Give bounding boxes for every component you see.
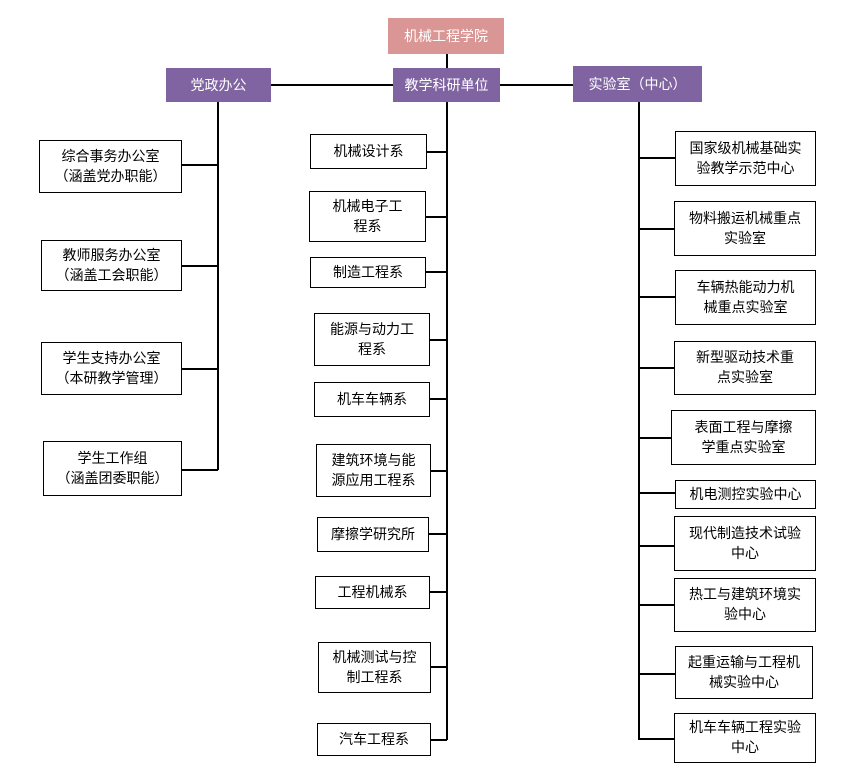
connector-lab-9 — [638, 673, 675, 675]
root-node: 机械工程学院 — [388, 18, 504, 54]
connector-teaching-spine — [446, 102, 448, 740]
connector-lab-10 — [638, 738, 674, 740]
admin-box-student-work: 学生工作组 （涵盖团委职能） — [43, 441, 182, 496]
lab-box-1: 国家级机械基础实 验教学示范中心 — [675, 131, 816, 186]
connector-admin-3 — [182, 368, 218, 370]
teaching-box-9: 机械测试与控 制工程系 — [318, 642, 431, 693]
lab-box-8: 热工与建筑环境实 验中心 — [674, 578, 816, 632]
header-teaching: 教学科研单位 — [393, 68, 500, 102]
connector-teaching-7 — [429, 533, 447, 535]
teaching-box-8: 工程机械系 — [315, 576, 430, 609]
connector-lab-2 — [638, 228, 674, 230]
teaching-box-3: 制造工程系 — [310, 257, 426, 288]
lab-box-6: 机电测控实验中心 — [675, 480, 816, 509]
connector-lab-5 — [638, 437, 671, 439]
header-labs: 实验室（中心） — [573, 66, 702, 102]
connector-lab-6 — [638, 492, 675, 494]
connector-root-trunk — [446, 54, 448, 74]
connector-teaching-1 — [427, 151, 447, 153]
connector-teaching-8 — [430, 591, 447, 593]
admin-box-student-support: 学生支持办公室 （本研教学管理） — [41, 342, 182, 395]
teaching-box-10: 汽车工程系 — [317, 723, 431, 756]
lab-box-7: 现代制造技术试验 中心 — [674, 516, 816, 571]
admin-box-teacher-services: 教师服务办公室 （涵盖工会职能） — [41, 240, 182, 291]
teaching-box-6: 建筑环境与能 源应用工程系 — [316, 444, 431, 497]
connector-admin-4 — [182, 469, 218, 471]
connector-lab-8 — [638, 604, 674, 606]
lab-box-3: 车辆热能动力机 械重点实验室 — [675, 270, 816, 325]
lab-box-10: 机车车辆工程实验 中心 — [674, 713, 816, 763]
lab-box-9: 起重运输与工程机 械实验中心 — [675, 646, 813, 699]
admin-box-general-affairs: 综合事务办公室 （涵盖党办职能） — [39, 140, 182, 193]
connector-lab-3 — [638, 296, 675, 298]
connector-labs-spine — [638, 102, 640, 740]
connector-teaching-3 — [426, 271, 447, 273]
connector-teaching-4 — [430, 339, 447, 341]
teaching-box-1: 机械设计系 — [310, 134, 427, 169]
connector-teaching-2 — [426, 216, 447, 218]
connector-lab-7 — [638, 545, 674, 547]
header-admin: 党政办公 — [166, 68, 271, 102]
connector-lab-4 — [638, 367, 674, 369]
teaching-box-4: 能源与动力工 程系 — [314, 313, 430, 366]
lab-box-4: 新型驱动技术重 点实验室 — [674, 341, 816, 395]
connector-teaching-10 — [431, 739, 447, 741]
connector-lab-1 — [638, 157, 675, 159]
lab-box-2: 物料搬运机械重点 实验室 — [674, 201, 816, 256]
teaching-box-2: 机械电子工 程系 — [309, 191, 426, 242]
connector-admin-spine — [217, 102, 219, 470]
connector-teaching-9 — [431, 666, 447, 668]
teaching-box-7: 摩擦学研究所 — [317, 517, 429, 552]
connector-admin-2 — [182, 265, 218, 267]
lab-box-5: 表面工程与摩擦 学重点实验室 — [671, 410, 816, 465]
connector-teaching-6 — [431, 470, 447, 472]
connector-admin-1 — [182, 164, 218, 166]
teaching-box-5: 机车车辆系 — [314, 382, 430, 417]
connector-teaching-5 — [430, 398, 447, 400]
